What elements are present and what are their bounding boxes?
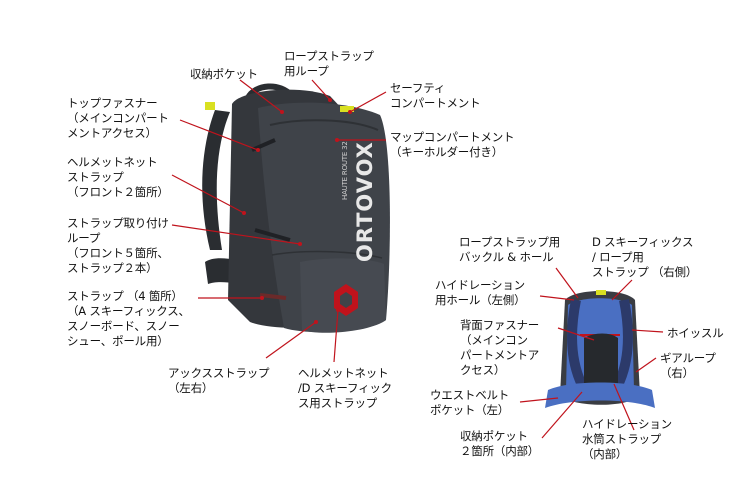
label-rope-strap-buckle: ロープストラップ用 バックル & ホール xyxy=(459,235,561,264)
label-storage-pocket: 収納ポケット xyxy=(190,67,258,81)
label-hydration-strap: ハイドレーション 水筒ストラップ （内部） xyxy=(582,417,672,461)
label-axe-strap: アックスストラップ （左右） xyxy=(168,366,270,395)
label-straps-4: ストラップ （4 箇所） （A スキーフィックス、 スノーボード、スノー シュー… xyxy=(67,289,190,348)
label-top-zipper: トップファスナー （メインコンパート メントアクセス） xyxy=(67,96,169,140)
brand-logo-text: ORTOVOX xyxy=(353,141,377,262)
label-helmet-net-d-ski: ヘルメットネット /D スキーフィック ス用ストラップ xyxy=(298,366,392,410)
label-map-compartment: マップコンパートメント （キーホルダー付き） xyxy=(390,130,515,159)
label-rope-strap-loop: ロープストラップ 用ループ xyxy=(284,49,374,78)
label-gear-loop: ギアループ （右） xyxy=(660,351,716,380)
leader-dots xyxy=(242,98,352,324)
back-view-illustration xyxy=(545,290,655,408)
label-whistle: ホイッスル xyxy=(667,326,724,340)
ortovox-logo-mark xyxy=(334,284,358,316)
label-d-ski-fix-rope: D スキーフィックス / ロープ用 ストラップ （右側） xyxy=(592,235,698,279)
label-storage-pocket-inner: 収納ポケット ２箇所（内部） xyxy=(460,429,540,458)
leader-lines xyxy=(171,79,664,439)
label-back-zipper: 背面ファスナー （メインコン パートメントア クセス） xyxy=(460,318,540,377)
model-name-text: HAUTE ROUTE 32 xyxy=(341,141,349,200)
label-helmet-net-strap-front: ヘルメットネット ストラップ （フロント２箇所） xyxy=(67,155,169,199)
label-waistbelt-pocket: ウエストベルト ポケット（左） xyxy=(430,388,510,417)
label-hydration-hole: ハイドレーション 用ホール（左側） xyxy=(435,278,526,307)
label-safety-compartment: セーフティ コンパートメント xyxy=(390,81,481,110)
label-strap-attach-loop: ストラップ取り付け ループ （フロント５箇所、 ストラップ２本） xyxy=(67,216,169,275)
